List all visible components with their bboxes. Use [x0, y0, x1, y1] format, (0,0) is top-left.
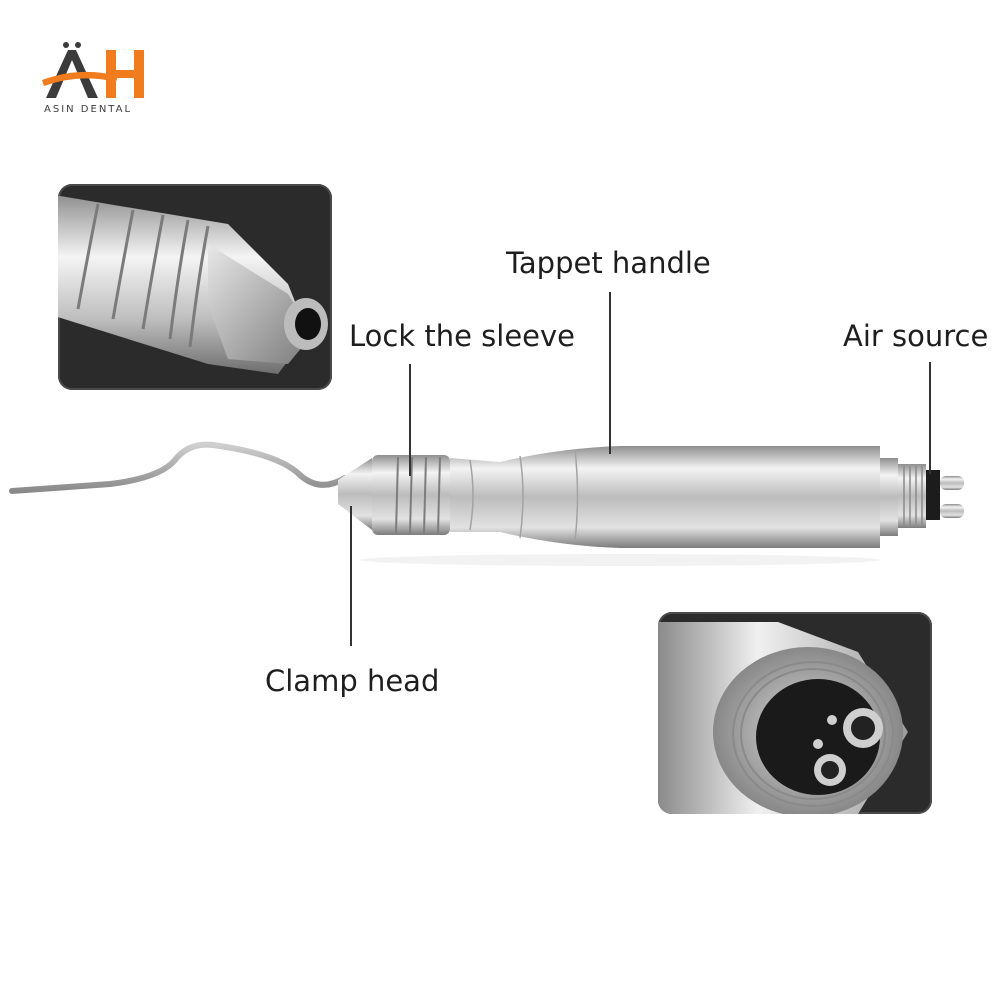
label-lock-sleeve: Lock the sleeve	[349, 319, 576, 353]
brand-name: ASIN DENTAL	[44, 104, 133, 115]
leader-lock-sleeve	[409, 364, 411, 476]
brand-logo-mark	[42, 42, 144, 98]
inset-clamp-closeup	[58, 184, 332, 390]
label-tappet-handle: Tappet handle	[506, 246, 711, 280]
leader-clamp-head	[350, 506, 352, 646]
label-clamp-head: Clamp head	[265, 664, 440, 698]
leader-tappet-handle	[609, 292, 611, 454]
brand-logo: ASIN DENTAL	[40, 40, 160, 120]
inset-air-connector-closeup	[658, 612, 932, 814]
label-air-source: Air source	[843, 319, 989, 353]
leader-air-source	[929, 362, 931, 474]
